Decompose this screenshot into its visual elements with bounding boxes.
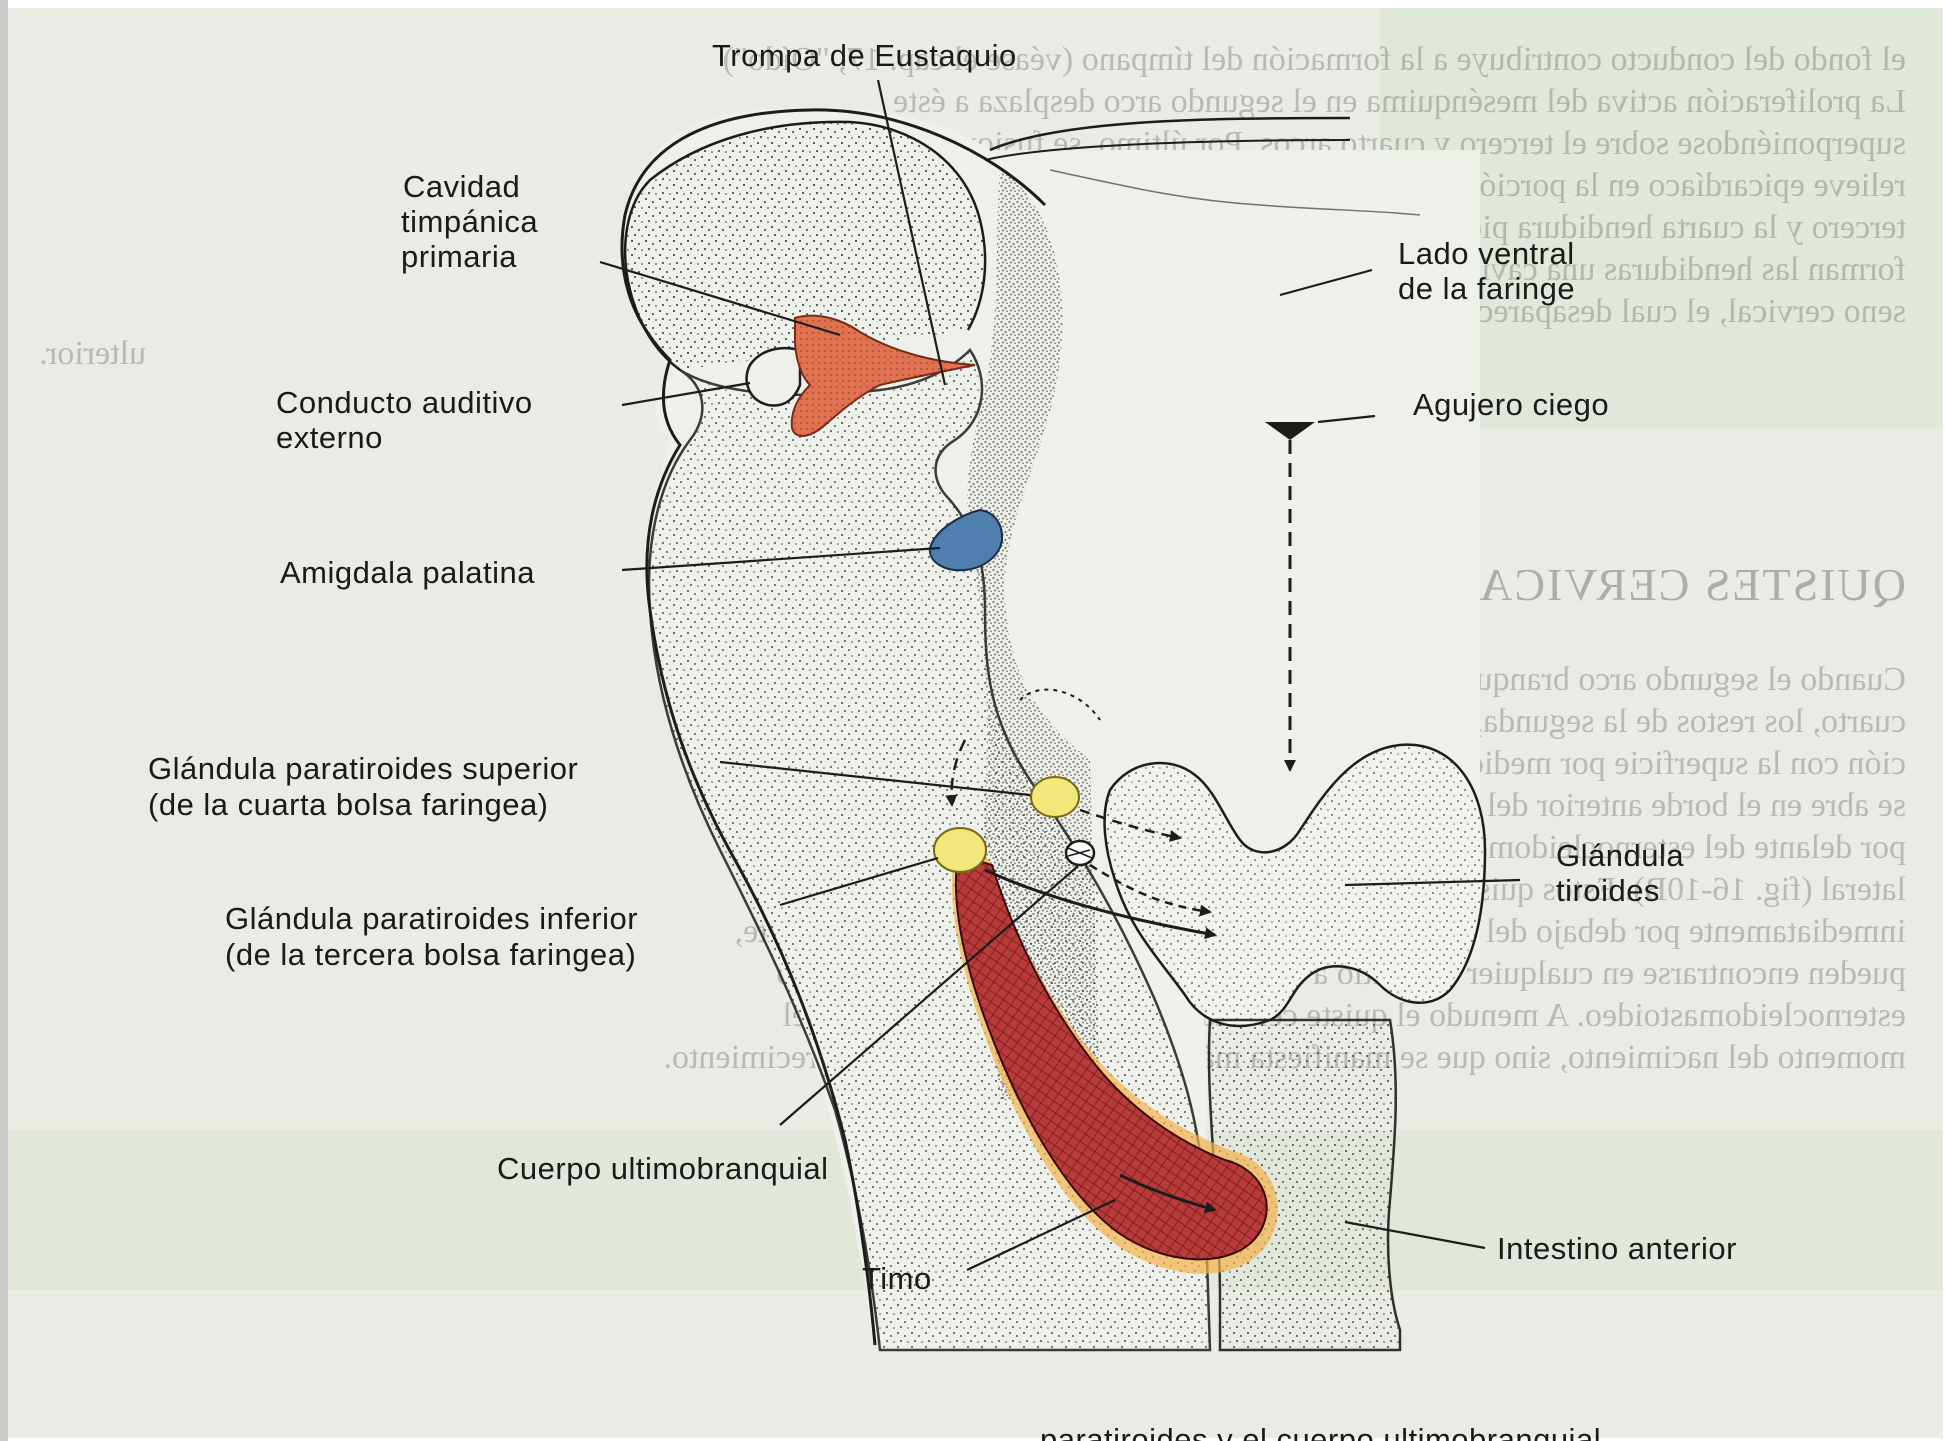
label-parathyroid-superior: Glándula paratiroides superior [148,751,578,786]
label-ventral-pharynx: de la faringe [1398,271,1575,306]
bleed-line: ulterior. [39,335,146,372]
label-ventral-pharynx: Lado ventral [1398,236,1575,271]
parathyroid-inferior [934,828,986,872]
label-tympanic-cavity: Cavidad [403,169,520,204]
label-foregut: Intestino anterior [1497,1231,1737,1266]
label-thyroid-gland: Glándula [1556,838,1684,873]
bottom-caption-fragment: paratiroides y el cuerpo ultimobranquial [1040,1422,1601,1441]
label-tympanic-cavity: timpánica [401,204,538,239]
label-thyroid-gland: tiroides [1556,873,1660,908]
dark-strip-left [0,0,8,1441]
label-parathyroid-inferior: (de la tercera bolsa faringea) [225,937,636,972]
label-auditory-canal: Conducto auditivo [276,385,533,420]
label-parathyroid-inferior: Glándula paratiroides inferior [225,901,638,936]
label-tympanic-cavity: primaria [401,239,517,274]
label-auditory-canal: externo [276,420,383,455]
bleed-line: La proliferación activa del mesénquima e… [893,83,1906,120]
label-parathyroid-superior: (de la cuarta bolsa faringea) [148,787,549,822]
label-eustachian-tube: Trompa de Eustaquio [712,38,1017,73]
label-foramen-cecum: Agujero ciego [1413,387,1609,422]
label-thymus: Timo [862,1261,932,1296]
parathyroid-superior [1031,777,1079,817]
label-ultimobranchial-body: Cuerpo ultimobranquial [497,1151,829,1186]
label-palatine-tonsil: Amigdala palatina [280,555,535,590]
